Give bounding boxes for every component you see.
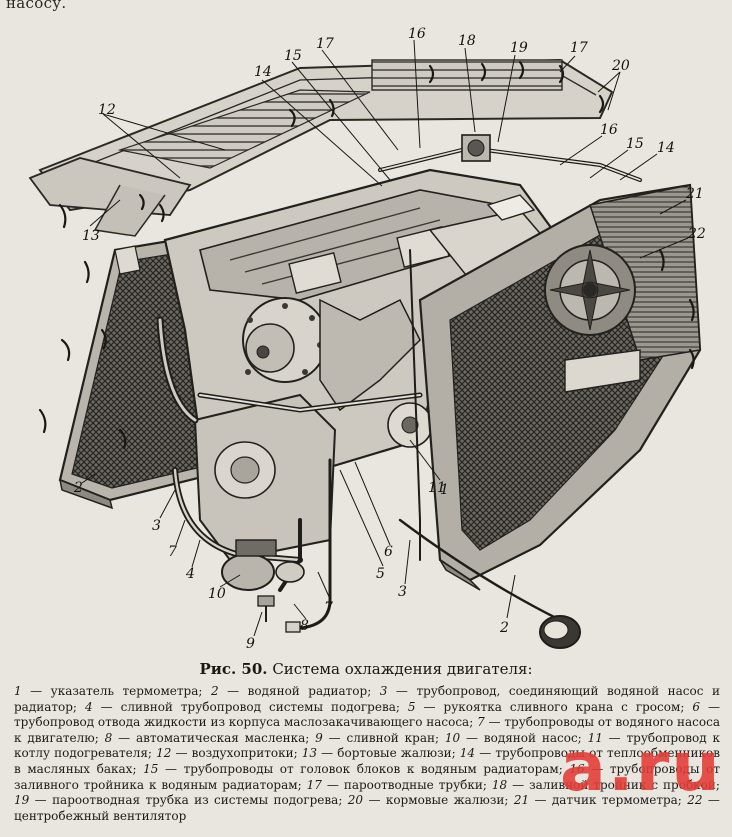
callout-7-right: 7 xyxy=(324,600,333,616)
legend-entry: 13 — бортовые жалюзи; xyxy=(301,746,456,761)
callout-1: 1 xyxy=(440,482,449,498)
legend-entry: 14 — трубопроводы от теплообменников в м… xyxy=(14,746,720,776)
callout-8: 8 xyxy=(300,618,309,634)
legend-entry: 16 — трубопроводы от заливного тройника … xyxy=(14,761,720,792)
callout-4: 4 xyxy=(185,566,195,582)
callout-6: 6 xyxy=(384,544,393,560)
legend-entry: 19 — пароотводная трубка из системы подо… xyxy=(14,793,343,808)
engine-block xyxy=(163,168,562,562)
callout-20: 20 xyxy=(611,58,630,74)
callout-labels: 12 13 14 15 17 16 18 19 17 20 16 15 14 2… xyxy=(73,26,706,652)
legend-entry: 6 — трубопровод отвода жидкости из корпу… xyxy=(14,699,720,730)
legend-entry: 4 — сливной трубопровод системы подогрев… xyxy=(84,699,400,714)
figure-caption: Рис. 50. Система охлаждения двигателя: xyxy=(0,660,732,678)
legend-entry: 5 — рукоятка сливного крана с гросом; xyxy=(407,699,685,714)
callout-7-left: 7 xyxy=(168,544,177,560)
right-radiator xyxy=(418,183,702,591)
airflow-arrows xyxy=(38,60,695,450)
legend-entry: 2 — водяной радиатор; xyxy=(210,684,372,698)
legend-entry: 12 — воздухопритоки; xyxy=(156,746,298,761)
site-watermark: a.ru xyxy=(560,728,722,807)
legend-entry: 22 — центробежный вентилятор xyxy=(14,793,720,823)
coolant-pipes xyxy=(156,145,642,630)
callout-3-left: 3 xyxy=(152,518,161,534)
legend-entry: 1 — указатель термометра; xyxy=(14,684,203,698)
callout-5: 5 xyxy=(376,566,385,582)
engine-cooling-diagram: 12 13 14 15 17 16 18 19 17 20 16 15 14 2… xyxy=(28,26,706,652)
callout-21: 21 xyxy=(685,186,704,202)
callout-15-right: 15 xyxy=(626,136,644,152)
callout-14-right: 14 xyxy=(657,140,675,156)
callout-13: 13 xyxy=(82,228,100,244)
previous-text-fragment: насосу. xyxy=(6,0,67,12)
callout-9: 9 xyxy=(246,636,255,652)
callout-15-left: 15 xyxy=(284,48,302,64)
callout-19: 19 xyxy=(510,40,528,56)
legend-entry: 18 — заливной тройник с пробкой; xyxy=(491,777,720,792)
callout-2-left: 2 xyxy=(73,480,83,496)
legend-entry: 21 — датчик термометра; xyxy=(513,793,682,808)
drain-valve xyxy=(257,595,301,633)
callout-18: 18 xyxy=(458,33,476,49)
figure-number: Рис. 50. xyxy=(199,660,268,678)
callout-17-left: 17 xyxy=(316,36,334,52)
callout-2-right: 2 xyxy=(499,620,509,636)
legend-entry: 7 — трубопроводы от водяного насоса к дв… xyxy=(14,715,720,745)
legend-entry: 3 — трубопровод, соединяющий водяной нас… xyxy=(14,684,720,714)
legend-entry: 17 — пароотводные трубки; xyxy=(306,777,487,792)
callout-10: 10 xyxy=(208,586,226,602)
figure-legend: 1 — указатель термометра; 2 — водяной ра… xyxy=(14,684,720,824)
callout-3-right: 3 xyxy=(398,584,407,600)
callout-leaders xyxy=(81,39,689,637)
callout-16-right: 16 xyxy=(600,122,618,138)
callout-16-top: 16 xyxy=(408,26,426,42)
callout-11: 11 xyxy=(428,480,446,496)
legend-entry: 10 — водяной насос; xyxy=(444,730,582,745)
legend-entry: 8 — автоматическая масленка; xyxy=(104,730,310,745)
callout-12: 12 xyxy=(98,102,116,118)
legend-entry: 9 — сливной кран; xyxy=(315,730,440,745)
legend-entry: 11 — трубопровод к котлу подогревателя; xyxy=(14,730,720,761)
figure-title: Система охлаждения двигателя: xyxy=(272,660,533,678)
callout-14-left: 14 xyxy=(254,64,272,80)
temperature-gauge xyxy=(539,615,581,649)
filler-tee xyxy=(461,134,491,162)
callout-22: 22 xyxy=(687,226,706,242)
water-pump xyxy=(221,539,305,591)
callout-17-right: 17 xyxy=(570,40,588,56)
legend-entry: 15 — трубопроводы от головок блоков к во… xyxy=(143,761,563,776)
legend-entry: 20 — кормовые жалюзи; xyxy=(347,793,509,808)
